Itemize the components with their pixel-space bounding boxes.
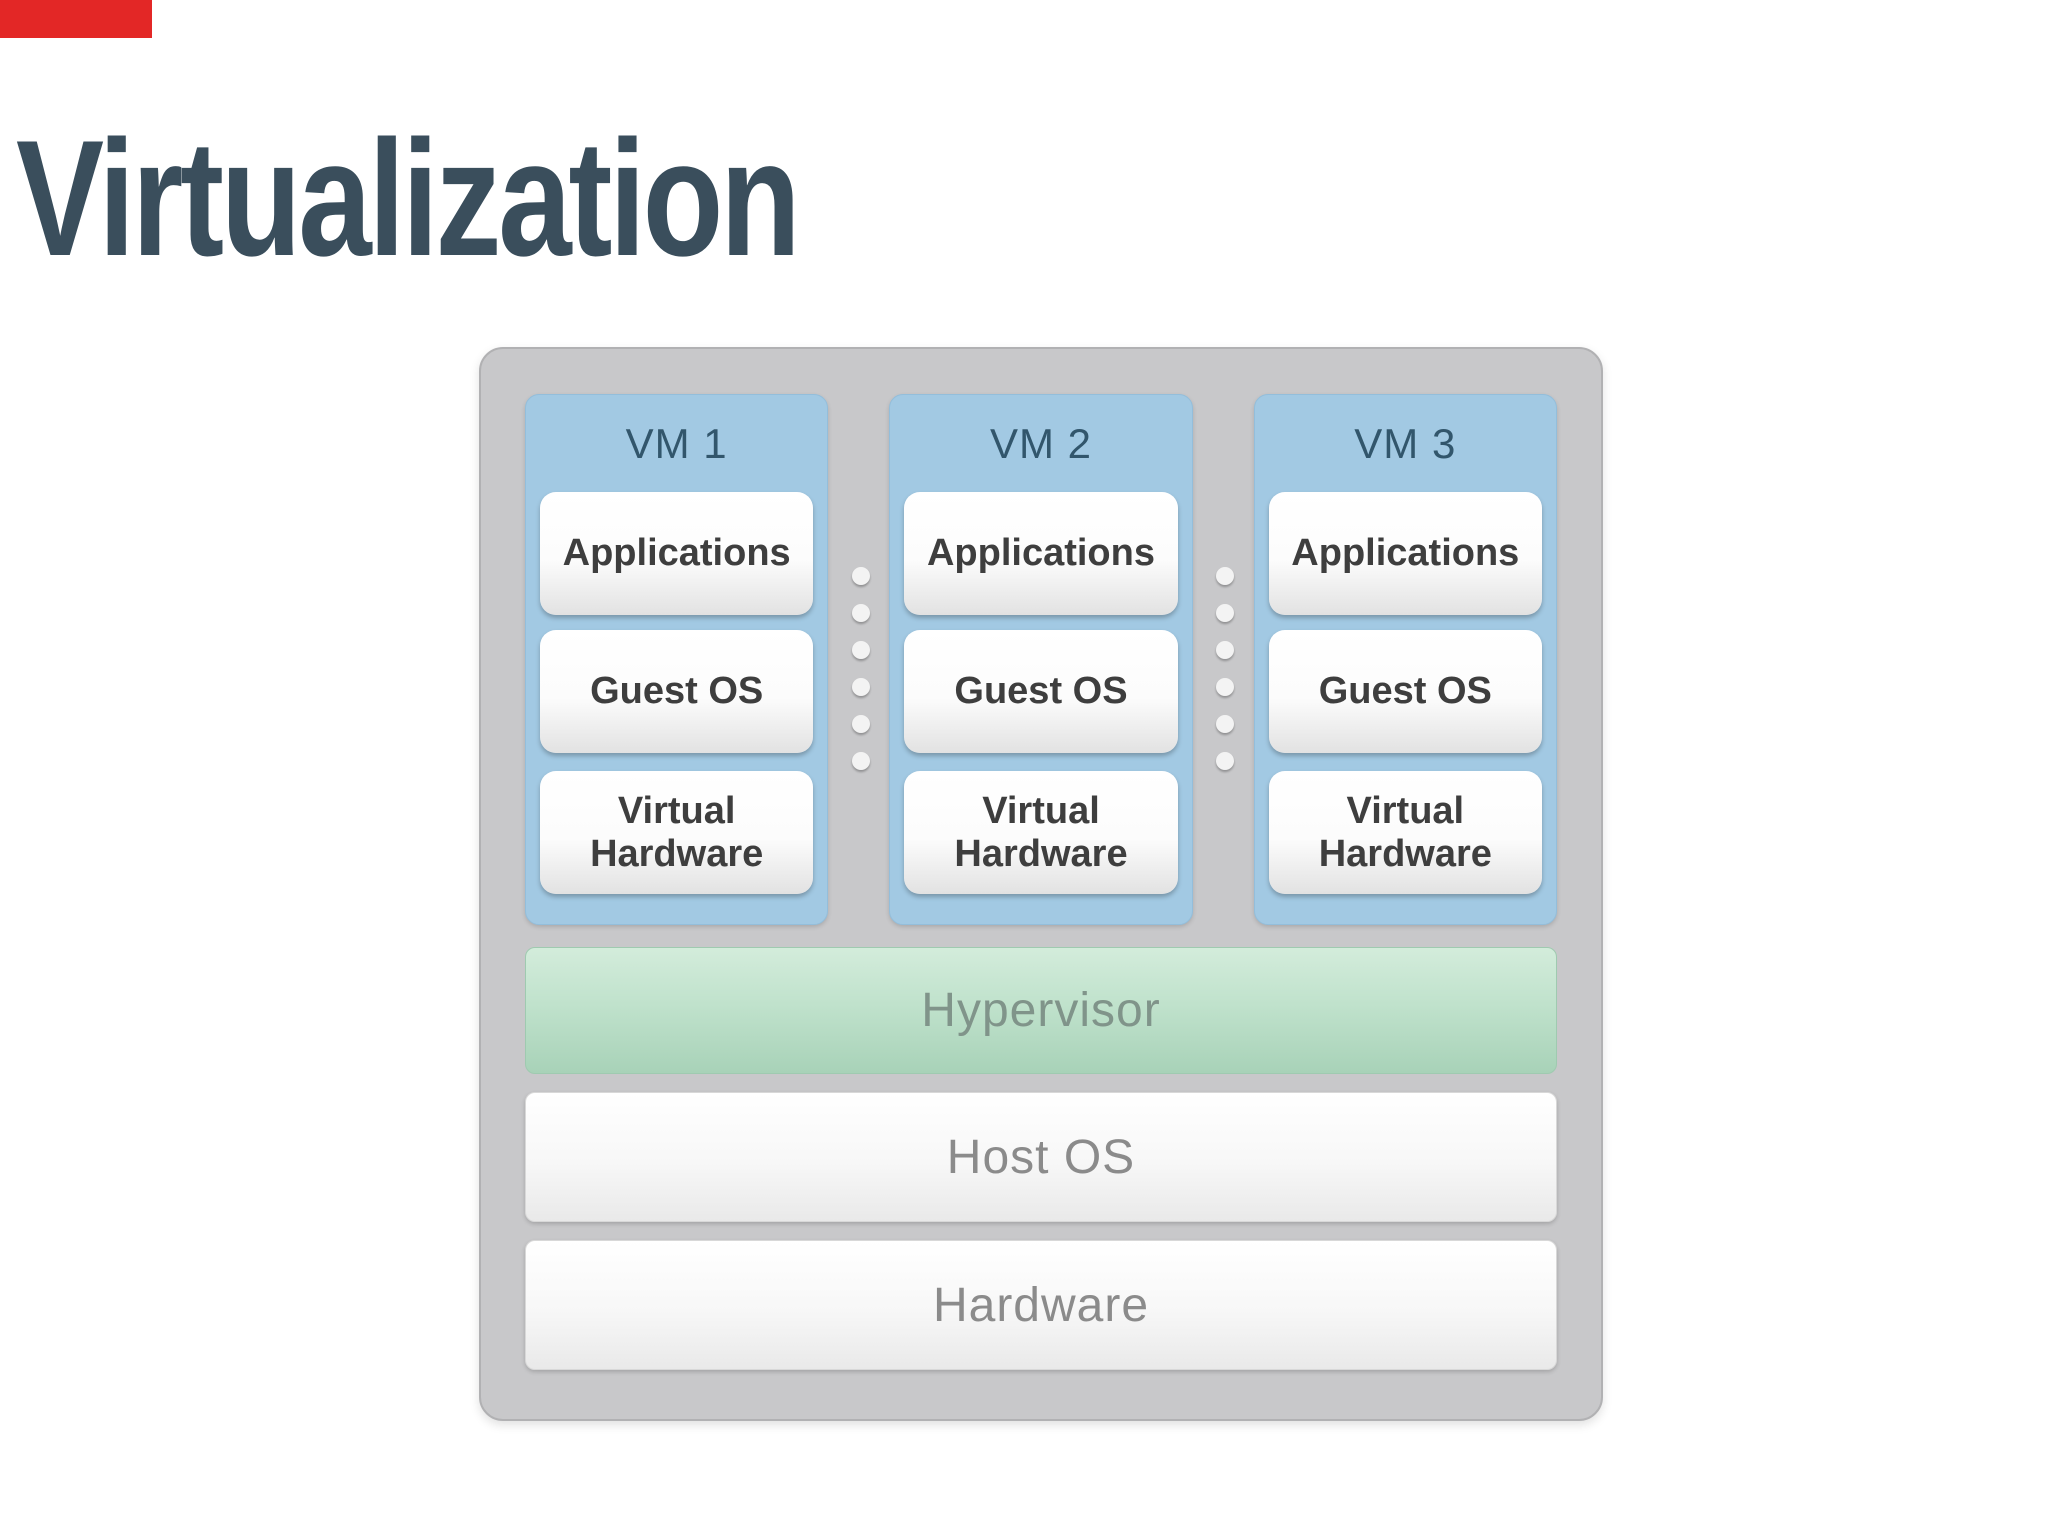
vm-2-stack: VM 2 Applications Guest OS Virtual Hardw… — [889, 394, 1193, 925]
dot — [852, 604, 870, 622]
vm-divider-dots-left — [852, 567, 870, 770]
vm-2-applications-box: Applications — [904, 492, 1178, 615]
vm-divider-dots-right — [1216, 567, 1234, 770]
dot — [1216, 752, 1234, 770]
vm-3-virtual-hardware-box: Virtual Hardware — [1268, 771, 1542, 894]
vm-1-stack: VM 1 Applications Guest OS Virtual Hardw… — [525, 394, 829, 925]
host-os-layer: Host OS — [525, 1092, 1557, 1222]
dot — [852, 752, 870, 770]
dot — [1216, 678, 1234, 696]
vm-2-virtual-hardware-box: Virtual Hardware — [904, 771, 1178, 894]
hypervisor-layer: Hypervisor — [525, 947, 1557, 1074]
dot — [1216, 604, 1234, 622]
dot — [852, 678, 870, 696]
vm-2-label: VM 2 — [989, 419, 1092, 467]
vm-3-guest-os-box: Guest OS — [1268, 630, 1542, 753]
vm-3-applications-box: Applications — [1268, 492, 1542, 615]
slide-title: Virtualization — [16, 106, 801, 290]
vm-1-label: VM 1 — [625, 419, 728, 467]
dot — [1216, 715, 1234, 733]
red-marker-bar — [0, 0, 152, 38]
hardware-layer: Hardware — [525, 1240, 1557, 1370]
dot — [1216, 641, 1234, 659]
virtualization-diagram: VM 1 Applications Guest OS Virtual Hardw… — [479, 347, 1603, 1421]
vm-3-stack: VM 3 Applications Guest OS Virtual Hardw… — [1253, 394, 1557, 925]
vm-1-applications-box: Applications — [540, 492, 814, 615]
vm-row: VM 1 Applications Guest OS Virtual Hardw… — [525, 394, 1557, 925]
vm-1-guest-os-box: Guest OS — [540, 630, 814, 753]
dot — [1216, 567, 1234, 585]
vm-3-label: VM 3 — [1354, 419, 1457, 467]
dot — [852, 567, 870, 585]
dot — [852, 715, 870, 733]
vm-1-virtual-hardware-box: Virtual Hardware — [540, 771, 814, 894]
vm-2-guest-os-box: Guest OS — [904, 630, 1178, 753]
dot — [852, 641, 870, 659]
